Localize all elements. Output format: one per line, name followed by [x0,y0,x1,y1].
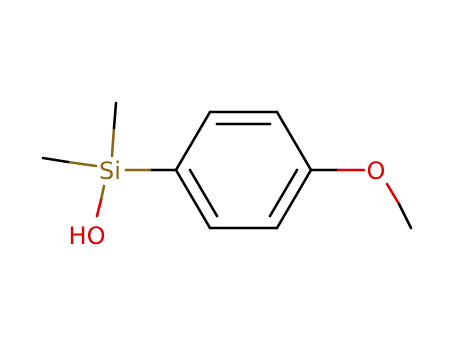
ether-oxygen-atom-label: O [367,157,386,185]
inner-bond-right [268,168,299,218]
si-methyl-left-bond [41,156,98,168]
ring-bond-upper-left [174,110,212,172]
si-methyl-up-bond [110,101,118,158]
ring-bond-upper-right [275,110,313,172]
inner-bond-left [188,168,219,218]
benzene-ring [174,110,313,230]
ring-bond-lower-left [174,168,212,230]
aromatic-double-bonds [188,122,299,218]
hydroxyl-atom-label: HO [69,222,106,250]
si-oh-bond [95,184,106,218]
ring-bond-lower-right [275,168,313,230]
o-methyl-bond [385,182,413,230]
silicon-atom-label: Si [99,157,121,185]
